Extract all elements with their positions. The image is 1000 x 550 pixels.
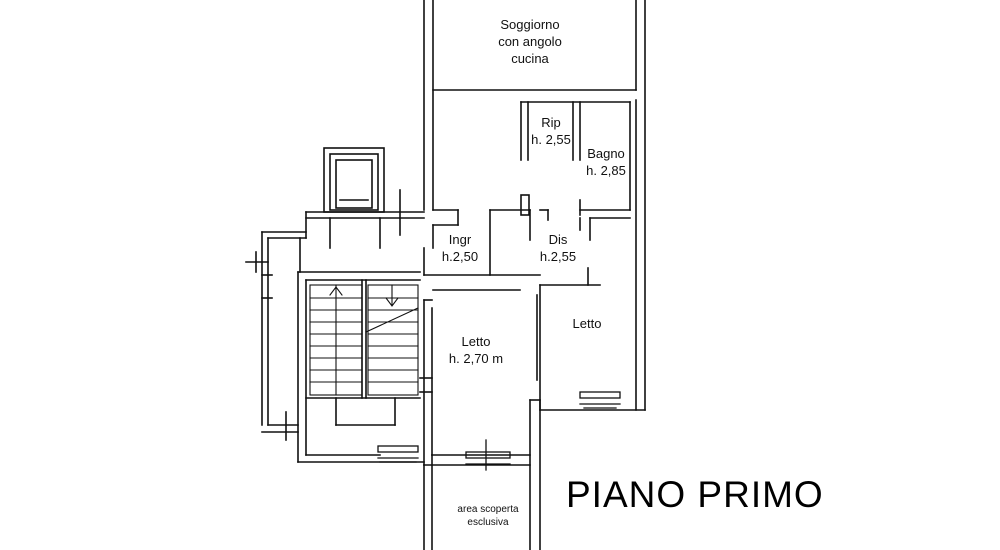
windows	[377, 391, 621, 471]
area-name: area scoperta	[457, 504, 519, 515]
room-name-line3: cucina	[511, 51, 549, 66]
room-name: Soggiorno	[500, 17, 560, 32]
room-height: h. 2,55	[531, 132, 571, 147]
room-name: Letto	[572, 316, 602, 331]
room-name: Letto	[461, 334, 491, 349]
room-label-dis: Dis h.2,55	[540, 231, 576, 265]
room-label-rip: Rip h. 2,55	[531, 114, 571, 148]
ingr-dis-walls	[423, 209, 631, 411]
room-label-letto-right: Letto	[573, 315, 602, 332]
left-annex-walls	[245, 189, 425, 441]
lift-shaft	[323, 147, 385, 213]
room-label-letto-left: Letto h. 2,70 m	[449, 333, 503, 367]
rip-bagno-walls	[520, 101, 631, 216]
room-height: h.2,55	[539, 249, 577, 264]
letto-left-walls	[419, 289, 531, 466]
stair-treads	[309, 284, 419, 396]
room-name: Rip	[541, 115, 561, 130]
floor-title: PIANO PRIMO	[566, 474, 824, 515]
room-name: Bagno	[587, 146, 625, 161]
room-height: h. 2,70 m	[448, 351, 504, 366]
room-height: h. 2,85	[586, 163, 626, 178]
room-label-soggiorno: Soggiorno con angolo cucina	[498, 16, 562, 67]
room-name: Dis	[548, 232, 568, 247]
outer-walls	[423, 0, 646, 550]
room-label-area-scoperta: area scoperta esclusiva	[457, 503, 518, 529]
room-name-line2: con angolo	[498, 34, 562, 49]
room-label-bagno: Bagno h. 2,85	[586, 145, 626, 179]
room-height: h.2,50	[441, 249, 479, 264]
stairwell-walls	[297, 271, 425, 463]
room-name: Ingr	[448, 232, 472, 247]
area-name-line2: esclusiva	[467, 517, 509, 528]
room-label-ingr: Ingr h.2,50	[442, 231, 478, 265]
